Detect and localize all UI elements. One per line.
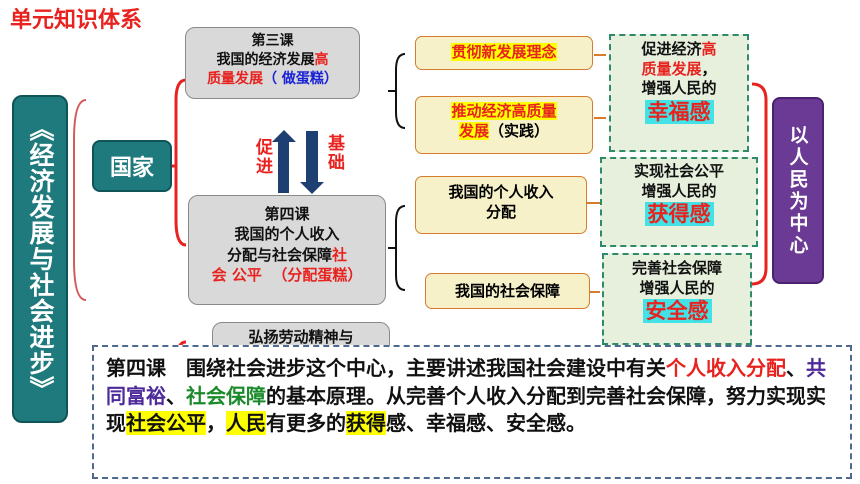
summary-keyword-people: 人民 xyxy=(226,411,266,436)
result-gain: 实现社会公平 增强人民的 获得感 xyxy=(600,157,758,247)
item-new-development-label: 贯彻新发展理念 xyxy=(451,43,557,61)
item-social-security: 我国的社会保障 xyxy=(425,273,590,309)
item-high-quality-b: 发展 xyxy=(458,122,489,141)
result-happiness: 促进经济高 质量发展， 增强人民的 幸福感 xyxy=(609,34,749,152)
lesson4-title-d: 会 公平 xyxy=(211,265,262,284)
result3-b: 增强人民的 xyxy=(639,278,715,297)
lesson4-number: 第四课 xyxy=(264,205,310,223)
lesson3-note: （ 做蛋糕） xyxy=(263,70,338,87)
summary-text-box: 第四课 围绕社会进步这个中心，主要讲述我国社会建设中有关个人收入分配、共同富裕、… xyxy=(92,345,852,479)
summary-part-3: 有更多的 xyxy=(266,411,346,436)
summary-part-2: 的基本原理。从完善个人收入分配到完善社会保障，努力实现实现 xyxy=(106,383,826,436)
result1-b: 高 xyxy=(701,40,717,58)
summary-keyword-fairness: 社会公平 xyxy=(126,411,206,436)
result3-keyword: 安全感 xyxy=(642,299,712,323)
result1-c: 质量发展 xyxy=(641,59,702,78)
unit-title-vertical: 《经济发展与社会进步》 xyxy=(12,95,68,423)
lesson3-number: 第三课 xyxy=(251,33,294,49)
item-high-quality-a: 推动经济高质量 xyxy=(451,102,557,120)
item-new-development: 贯彻新发展理念 xyxy=(415,36,593,70)
result1-a: 促进经济 xyxy=(641,40,702,58)
lesson3-title-a: 我国的经济发展 xyxy=(216,51,315,68)
item-income-b: 分配 xyxy=(485,203,516,222)
lesson4-box: 第四课 我国的个人收入 分配与社会保障社 会 公平 （分配蛋糕） xyxy=(188,195,386,305)
result1-d: ， xyxy=(701,59,717,78)
summary-sep-2: 、 xyxy=(166,383,186,408)
summary-sep-1: 、 xyxy=(786,356,806,380)
result2-b: 增强人民的 xyxy=(641,181,717,200)
summary-sep-3: ， xyxy=(206,411,226,436)
lesson4-title-c: 社 xyxy=(332,245,348,264)
result2-keyword: 获得感 xyxy=(644,202,714,226)
summary-keyword-security: 社会保障 xyxy=(186,383,266,408)
item-high-quality: 推动经济高质量 发展（实践） xyxy=(415,96,593,154)
result1-e: 增强人民的 xyxy=(641,79,717,97)
lesson3-title-b: 高 xyxy=(314,51,329,68)
item-income-a: 我国的个人收入 xyxy=(448,183,554,201)
summary-keyword-prosperity: 共同富裕 xyxy=(106,356,826,408)
foundation-label: 基础 xyxy=(324,134,344,172)
result3-a: 完善社会保障 xyxy=(631,259,722,277)
lesson4-title-a: 我国的个人收入 xyxy=(234,225,340,244)
people-centered-node: 以人民为中心 xyxy=(772,97,824,284)
page-title: 单元知识体系 xyxy=(10,8,143,33)
summary-keyword-income: 个人收入分配 xyxy=(666,356,786,380)
promote-label: 促进 xyxy=(252,138,272,176)
item-high-quality-note: （实践） xyxy=(489,122,550,141)
lesson4-note: （分配蛋糕） xyxy=(272,265,363,284)
lesson4-title-b: 分配与社会保障 xyxy=(226,245,332,264)
summary-part-4: 感、幸福感、安全感。 xyxy=(386,411,586,436)
item-income-distribution: 我国的个人收入 分配 xyxy=(415,176,587,234)
summary-part-1: 第四课 围绕社会进步这个中心，主要讲述我国社会建设中有关 xyxy=(106,356,666,380)
lesson3-box: 第三课 我国的经济发展高 质量发展（ 做蛋糕） xyxy=(185,27,360,99)
result2-a: 实现社会公平 xyxy=(633,162,724,180)
result1-keyword: 幸福感 xyxy=(644,99,714,124)
result-security: 完善社会保障 增强人民的 安全感 xyxy=(602,253,752,345)
country-node: 国家 xyxy=(92,140,172,192)
lesson3-title-c: 质量发展 xyxy=(207,70,264,87)
summary-keyword-gain: 获得 xyxy=(346,411,386,436)
